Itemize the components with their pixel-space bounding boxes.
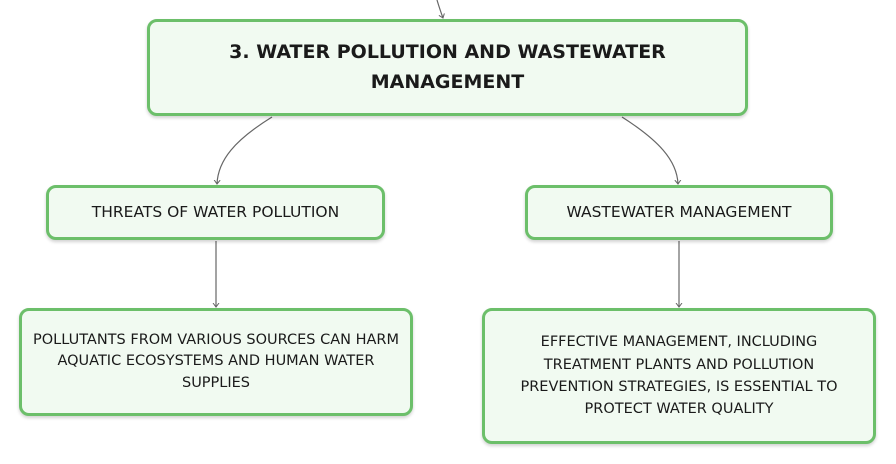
node-threats-of-water-pollution[interactable]: THREATS OF WATER POLLUTION [46, 185, 385, 240]
node-threats-description[interactable]: POLLUTANTS FROM VARIOUS SOURCES CAN HARM… [19, 308, 413, 416]
connector-parent-to-root [436, 0, 443, 18]
node-wastewater-management[interactable]: WASTEWATER MANAGEMENT [525, 185, 833, 240]
connector-root-to-wastewater [621, 116, 678, 184]
node-wastewater-label: WASTEWATER MANAGEMENT [566, 203, 792, 222]
node-threats-label: THREATS OF WATER POLLUTION [91, 203, 340, 222]
node-wastewater-description[interactable]: EFFECTIVE MANAGEMENT, INCLUDING TREATMEN… [482, 308, 876, 444]
root-node[interactable]: 3. WATER POLLUTION AND WASTEWATER MANAGE… [147, 19, 748, 116]
root-node-title: 3. WATER POLLUTION AND WASTEWATER MANAGE… [229, 41, 666, 93]
connector-root-to-threats [217, 116, 273, 184]
node-threats-description-text: POLLUTANTS FROM VARIOUS SOURCES CAN HARM… [32, 332, 399, 391]
node-wastewater-description-text: EFFECTIVE MANAGEMENT, INCLUDING TREATMEN… [520, 334, 838, 418]
